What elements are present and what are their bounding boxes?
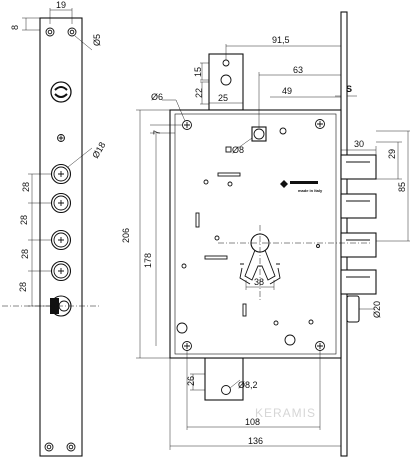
dim-o5: Ø5 <box>92 34 102 46</box>
body-dimensions: 91,5 63 49 S 15 22 25 Ø6 7 Ø8 30 29 <box>121 35 410 450</box>
front-faceplate <box>2 17 100 457</box>
dim-178: 178 <box>143 253 153 268</box>
dim-63: 63 <box>293 65 303 75</box>
dim-28: 28 <box>20 249 30 259</box>
dim-28: 28 <box>18 282 28 292</box>
dim-49: 49 <box>282 86 292 96</box>
dim-28: 28 <box>21 182 31 192</box>
dim-o8: Ø8 <box>232 145 244 155</box>
dim-38: 38 <box>254 277 264 287</box>
dim-28: 28 <box>19 215 29 225</box>
maker-plate: made in Italy <box>280 180 323 193</box>
dim-91-5: 91,5 <box>272 35 290 45</box>
bolt-face <box>50 163 72 185</box>
bolt-face <box>50 229 72 251</box>
dim-7: 7 <box>152 130 162 135</box>
brand-logo-icon <box>50 81 72 103</box>
dim-85: 85 <box>397 182 407 192</box>
dim-o20: Ø20 <box>372 301 382 318</box>
bolt-tongues <box>340 154 377 323</box>
bolt-face <box>50 260 72 282</box>
dim-30: 30 <box>354 139 364 149</box>
dim-25: 25 <box>218 93 228 103</box>
bolt-face <box>50 192 72 214</box>
dim-o6: Ø6 <box>151 92 163 102</box>
dim-o8-2: Ø8,2 <box>238 380 258 390</box>
dim-o18: Ø18 <box>90 140 107 160</box>
dim-15: 15 <box>193 67 203 77</box>
plate-label: made in Italy <box>298 188 323 193</box>
dim-206: 206 <box>121 228 131 243</box>
dim-108: 108 <box>245 417 260 427</box>
dim-136: 136 <box>248 436 263 446</box>
watermark: KERAMIS <box>255 406 316 420</box>
dim-29: 29 <box>387 149 397 159</box>
dim-22: 22 <box>194 88 204 98</box>
dim-s: S <box>346 84 352 94</box>
dim-19: 19 <box>56 0 66 10</box>
dim-26: 26 <box>186 376 196 386</box>
dim-8: 8 <box>10 25 20 30</box>
lock-body: made in Italy <box>169 11 377 457</box>
